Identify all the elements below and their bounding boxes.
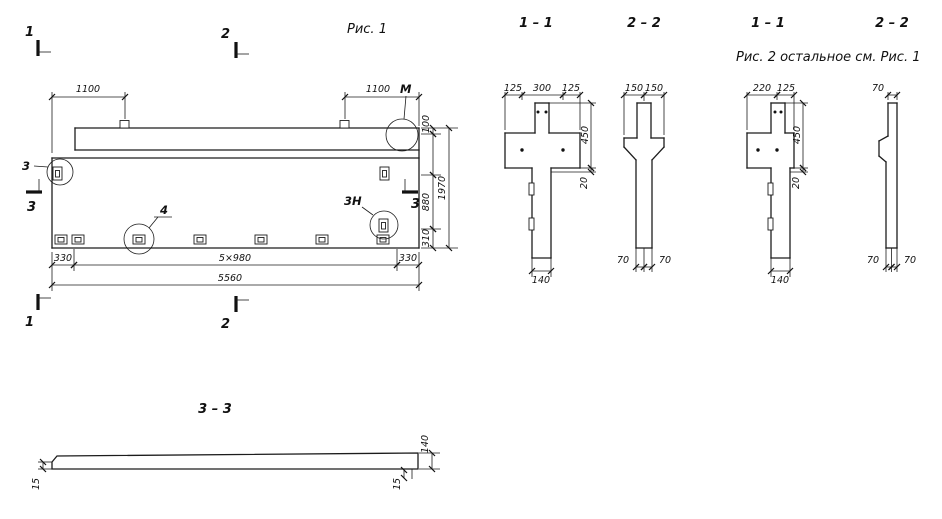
dim: 125 (777, 83, 795, 94)
section-title: 2 – 2 (627, 16, 661, 31)
section-1-1-fig1: 1 – 1 125 300 12 (501, 16, 596, 286)
dim: 125 (504, 83, 522, 94)
cut-mark-3-left: 3 (27, 200, 36, 215)
section-title: 1 – 1 (519, 16, 553, 31)
cut-mark-2-top: 2 (221, 27, 230, 42)
dim-bottom-right: 330 (399, 253, 417, 264)
dim-right-bottom: 310 (421, 229, 432, 247)
dim: 20 (579, 177, 590, 189)
dim: 300 (533, 83, 551, 94)
dim-top-left: 1100 (76, 84, 100, 95)
section-outline (504, 102, 581, 259)
section-3-3: 3 – 3 15 15 140 (31, 402, 440, 490)
dim: 150 (625, 83, 643, 94)
panel-outline (51, 127, 420, 249)
dim: 70 (659, 255, 671, 266)
keyway (767, 182, 774, 196)
rebar-dot (544, 110, 548, 114)
section-cut-marks: 1 2 1 2 3 3 (25, 25, 420, 332)
dim-right-top: 100 (421, 115, 432, 133)
embed-plates-bottom (54, 234, 390, 245)
dim-right-total: 1970 (437, 176, 448, 200)
detail-label-3: 3 (22, 159, 30, 173)
detail-circle-4 (123, 223, 155, 255)
dim: 70 (904, 255, 916, 266)
lifting-loop (339, 120, 350, 129)
detail-label-3n: 3Н (344, 194, 362, 208)
dim: 150 (645, 83, 663, 94)
section-title: 2 – 2 (875, 16, 909, 31)
dim: 450 (580, 126, 591, 144)
cut-mark-1-bottom: 1 (25, 315, 34, 330)
dim: 15 (392, 478, 403, 490)
section-title: 3 – 3 (198, 402, 232, 417)
dim: 450 (792, 126, 803, 144)
cut-mark-1-top: 1 (25, 25, 34, 40)
plan-dimensions: 1100 1100 100 880 310 1970 330 5×980 330… (48, 84, 458, 291)
rebar-dot (773, 110, 777, 114)
section-1-1-fig2: 1 – 1 220 125 450 20 1 (743, 16, 808, 286)
rebar-dot (520, 148, 524, 152)
section-outline (878, 102, 898, 249)
keyway (767, 217, 774, 231)
dim-bottom-total: 5560 (218, 273, 242, 284)
cut-mark-3-right: 3 (411, 197, 420, 212)
detail-label-m: М (400, 82, 412, 96)
rebar-dot (536, 110, 540, 114)
dim: 140 (420, 435, 431, 453)
dim-bottom-mid: 5×980 (219, 253, 251, 264)
lifting-loop (119, 120, 130, 129)
detail-circle-3 (46, 158, 74, 186)
figure1-caption: Рис. 1 (347, 22, 387, 37)
detail-circle-m (385, 118, 419, 152)
keyway (528, 217, 535, 231)
detail-leaders (33, 95, 407, 229)
section-2-2-fig2: 2 – 2 70 70 70 (867, 16, 916, 272)
dim-bottom-left: 330 (54, 253, 72, 264)
detail-label-4: 4 (159, 203, 168, 217)
dim: 15 (31, 478, 42, 490)
rebar-dot (756, 148, 760, 152)
cut-mark-2-bottom: 2 (221, 317, 230, 332)
section-outline (623, 102, 665, 249)
section-outline (51, 452, 419, 470)
dim: 20 (791, 177, 802, 189)
dim: 70 (867, 255, 879, 266)
section-title: 1 – 1 (751, 16, 785, 31)
dim-right-mid: 880 (421, 193, 432, 211)
dim: 70 (872, 83, 884, 94)
dim: 220 (753, 83, 771, 94)
dim: 125 (562, 83, 580, 94)
rebar-dot (561, 148, 565, 152)
detail-circle-3n (369, 210, 399, 240)
section-outline (746, 102, 795, 259)
dim-top-right: 1100 (366, 84, 390, 95)
keyway (528, 182, 535, 196)
dim: 140 (532, 275, 550, 286)
embed-plates-edges (52, 166, 390, 233)
plan-view: 3 4 3Н М 1 2 1 2 3 3 (22, 25, 458, 332)
dim: 70 (617, 255, 629, 266)
section-2-2-fig1: 2 – 2 150 150 70 70 (617, 16, 671, 272)
rebar-dot (779, 110, 783, 114)
dim: 140 (771, 275, 789, 286)
rebar-dot (775, 148, 779, 152)
figure2-caption: Рис. 2 остальное см. Рис. 1 (736, 50, 921, 65)
